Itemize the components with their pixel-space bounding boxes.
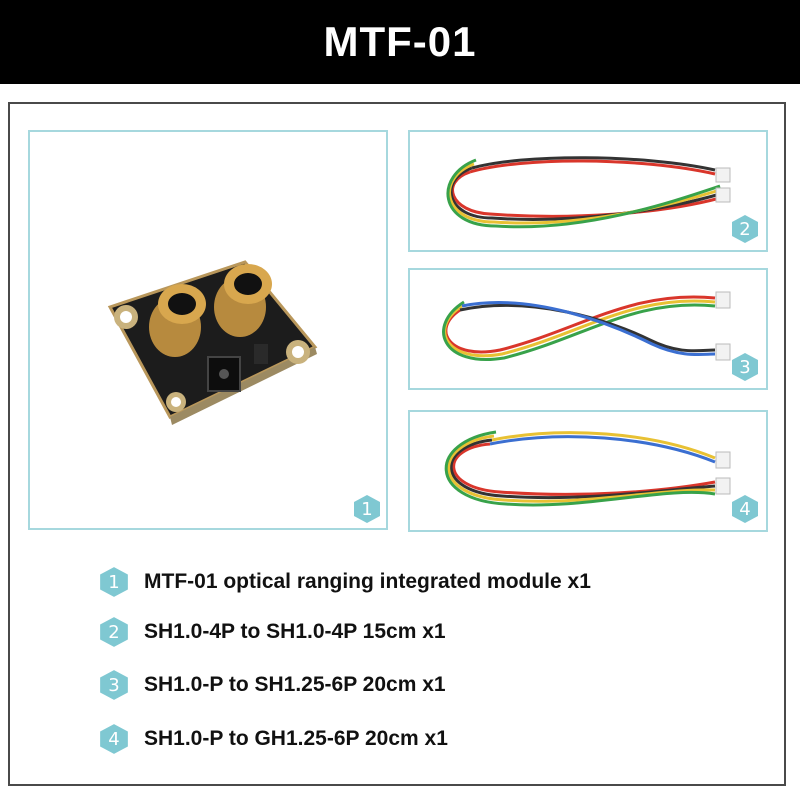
item-number-badge: 4 [98, 723, 130, 755]
panel-cable-4: 4 [408, 410, 768, 532]
panel-cable-3: 3 [408, 268, 768, 390]
cable-illustration [444, 430, 731, 507]
page-header: MTF-01 [0, 0, 800, 84]
list-item: 4 SH1.0-P to GH1.25-6P 20cm x1 [98, 722, 448, 756]
page-title: MTF-01 [323, 18, 477, 65]
hexagon-icon [732, 215, 758, 243]
item-text: SH1.0-P to SH1.25-6P 20cm x1 [144, 673, 446, 696]
panel-number-badge: 4 [730, 494, 760, 524]
panel-number-badge: 3 [730, 352, 760, 382]
hexagon-icon [732, 495, 758, 523]
list-item: 1 MTF-01 optical ranging integrated modu… [98, 565, 591, 599]
item-number-badge: 2 [98, 616, 130, 648]
hexagon-icon [100, 567, 128, 597]
panel-number-badge: 1 [352, 494, 382, 524]
panel-number-badge: 2 [730, 214, 760, 244]
list-item: 3 SH1.0-P to SH1.25-6P 20cm x1 [98, 668, 446, 702]
item-text: MTF-01 optical ranging integrated module… [144, 570, 591, 593]
hexagon-icon [100, 724, 128, 754]
panel-cable-2: 2 [408, 130, 768, 252]
cable-illustration [446, 156, 731, 229]
module-illustration [107, 260, 318, 425]
hexagon-icon [354, 495, 380, 523]
hexagon-icon [732, 353, 758, 381]
hexagon-icon [100, 617, 128, 647]
panel-module: 1 [28, 130, 388, 530]
item-number-badge: 1 [98, 566, 130, 598]
list-item: 2 SH1.0-4P to SH1.0-4P 15cm x1 [98, 615, 446, 649]
item-text: SH1.0-4P to SH1.0-4P 15cm x1 [144, 620, 446, 643]
item-number-badge: 3 [98, 669, 130, 701]
hexagon-icon [100, 670, 128, 700]
item-text: SH1.0-P to GH1.25-6P 20cm x1 [144, 727, 448, 750]
cable-illustration [442, 291, 731, 361]
